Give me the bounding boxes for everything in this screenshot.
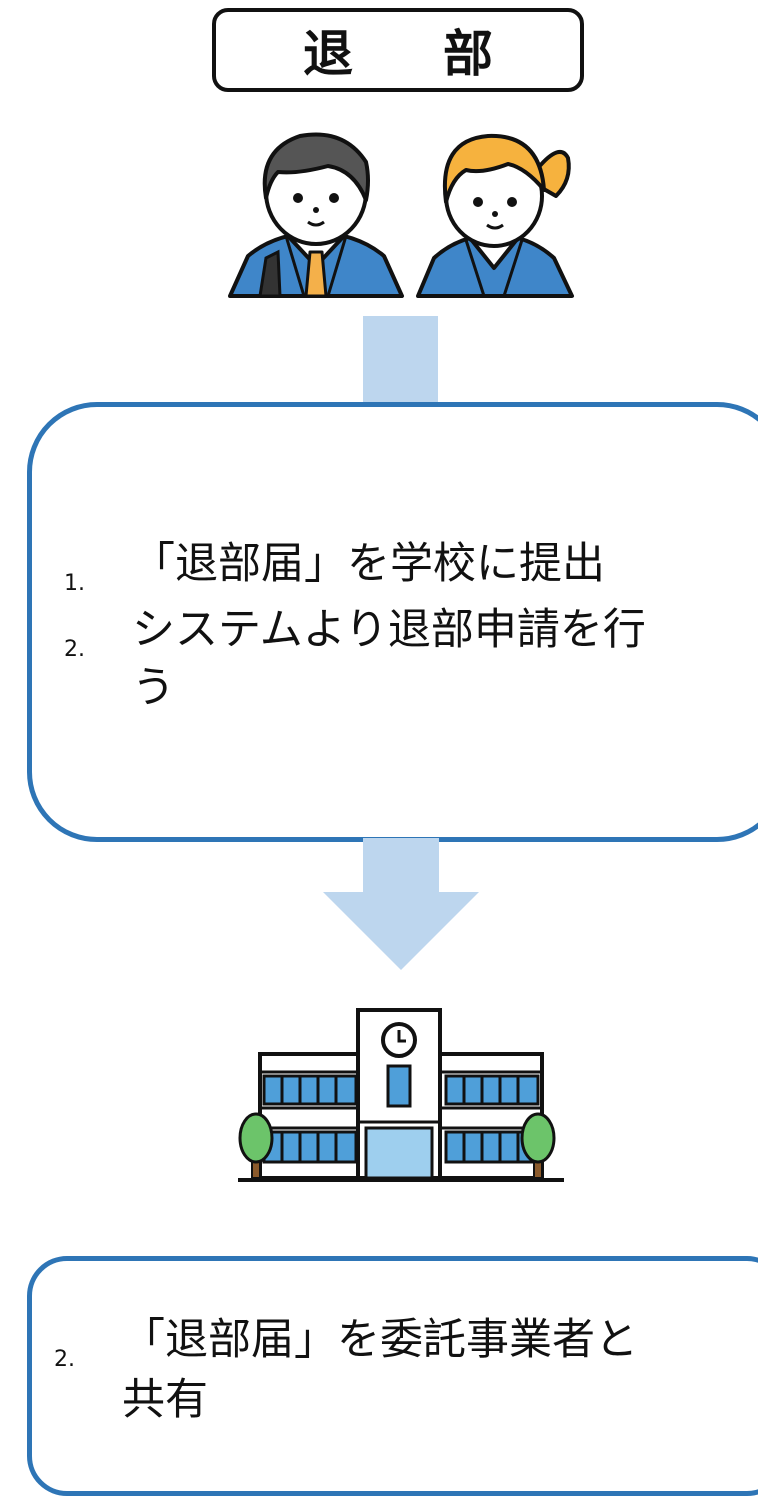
title-box: 退 部	[212, 8, 584, 92]
students-icon	[228, 132, 574, 298]
list-text-line1: システムより退部申請を行	[132, 605, 646, 655]
arrow-down-icon	[323, 838, 479, 970]
school-building-icon	[238, 1008, 564, 1182]
boy-icon	[228, 132, 404, 298]
list-text: 「退部届」を学校に提出	[132, 539, 605, 589]
girl-icon	[416, 133, 574, 298]
tree-icon	[520, 1112, 556, 1179]
list-number: 1.	[64, 571, 85, 596]
title-char-left: 退	[303, 25, 353, 83]
step1-box	[27, 402, 758, 842]
arrow-connector	[363, 316, 438, 408]
list-text-line2: 共有	[122, 1375, 208, 1425]
title-char-right: 部	[443, 25, 493, 83]
list-text-line1: 「退部届」を委託事業者と	[122, 1315, 638, 1365]
list-number: 2.	[54, 1347, 75, 1372]
list-text-line2: う	[132, 663, 175, 713]
list-number: 2.	[64, 637, 85, 662]
